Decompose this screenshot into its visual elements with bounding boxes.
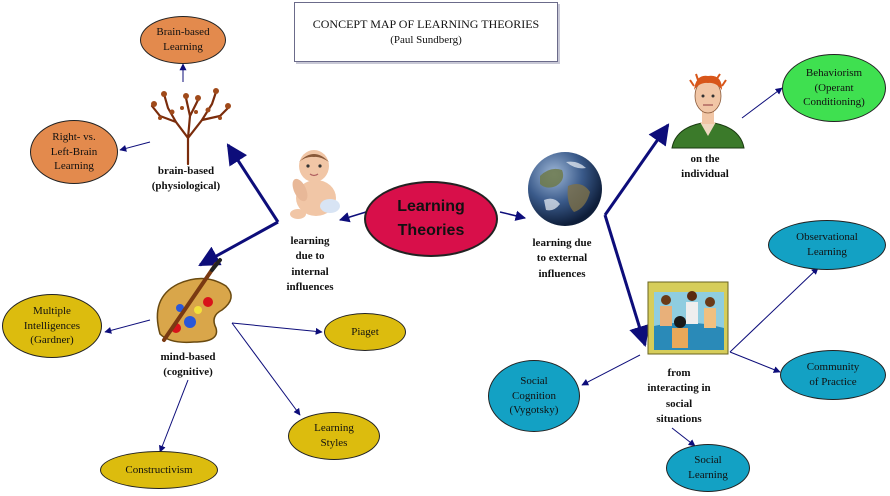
label-brain-based: brain-based (physiological)	[151, 165, 221, 193]
palette-icon	[156, 258, 232, 344]
arrow-social-to-community	[729, 351, 781, 373]
node-piaget: Piaget	[324, 313, 406, 351]
map-title: CONCEPT MAP OF LEARNING THEORIES	[312, 17, 540, 31]
label-mind-based: mind-based (cognitive)	[160, 351, 216, 379]
arrow-social-to-observational	[729, 267, 819, 353]
arrow-social-to-cognition	[581, 354, 641, 386]
label-internal-influences: learning due to internal influences	[286, 235, 334, 294]
arrow-external-to-individual	[603, 123, 670, 216]
arrow-brain-to-rightleft	[119, 141, 151, 152]
node-behaviorism: Behaviorism (Operant Conditioning)	[782, 54, 886, 122]
map-author: (Paul Sundberg)	[390, 34, 462, 46]
node-multiple-intelligences: Multiple Intelligences (Gardner)	[2, 294, 102, 358]
node-social-cognition: Social Cognition (Vygotsky)	[488, 360, 580, 432]
node-community-of-practice: Community of Practice	[780, 350, 886, 400]
node-learning-styles: Learning Styles	[288, 412, 380, 460]
baby-icon	[290, 150, 340, 219]
node-right-left-brain: Right- vs. Left-Brain Learning	[30, 120, 118, 184]
node-social-learning: Social Learning	[666, 444, 750, 492]
label-social-situations: from interacting in social situations	[647, 367, 711, 426]
arrow-social-to-sociallearning	[671, 427, 696, 447]
arrow-center-to-internal	[338, 211, 367, 223]
arrow-internal-to-brain	[226, 143, 280, 223]
arrow-center-to-external	[499, 210, 527, 221]
arrow-mind-to-multiple	[104, 319, 151, 334]
center-node-learning-theories: Learning Theories	[364, 181, 498, 257]
arrow-external-to-social	[603, 214, 650, 348]
person-icon	[671, 73, 745, 149]
arrow-individual-to-behaviorism	[741, 87, 783, 119]
arrow-mind-to-piaget	[231, 322, 323, 335]
people-icon	[647, 281, 729, 355]
arrow-internal-to-mind	[198, 220, 279, 267]
node-observational-learning: Observational Learning	[768, 220, 886, 270]
earth-icon	[528, 152, 602, 226]
arrow-mind-to-constructivism	[159, 379, 189, 453]
label-external-influences: learning due to external influences	[532, 237, 592, 280]
brain-tree-icon	[150, 88, 231, 166]
node-constructivism: Constructivism	[100, 451, 218, 489]
arrow-mind-to-styles	[231, 322, 301, 416]
title-box: CONCEPT MAP OF LEARNING THEORIES (Paul S…	[294, 2, 558, 62]
node-brain-based-learning: Brain-based Learning	[140, 16, 226, 64]
label-on-individual: on the individual	[681, 153, 729, 181]
